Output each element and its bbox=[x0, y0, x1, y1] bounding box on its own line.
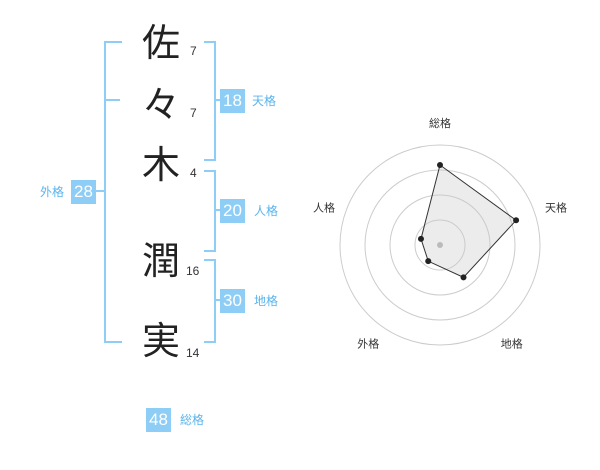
soukaku-value: 48 bbox=[146, 408, 171, 432]
jinkaku-value: 20 bbox=[220, 199, 245, 223]
gaikaku-label: 外格 bbox=[40, 185, 65, 199]
radar-center-dot bbox=[437, 242, 443, 248]
radar-point-2 bbox=[513, 217, 520, 224]
radar-axis-label-2: 天格 bbox=[545, 200, 567, 214]
jinkaku-bracket bbox=[204, 170, 216, 252]
gaikaku-bracket-mid bbox=[106, 99, 120, 101]
tenkaku-label: 天格 bbox=[252, 94, 277, 108]
radar-ring-4 bbox=[339, 144, 541, 346]
name-char-3: 木 bbox=[141, 143, 180, 187]
name-char-4: 潤 bbox=[141, 239, 180, 283]
tenkaku-bracket-tick bbox=[216, 99, 222, 101]
stroke-count-1: 7 bbox=[190, 44, 197, 58]
stroke-count-4: 16 bbox=[186, 264, 200, 278]
soukaku-label: 総格 bbox=[180, 413, 205, 427]
gaikaku-value: 28 bbox=[71, 180, 96, 204]
radar-axis-label-3: 地格 bbox=[501, 337, 523, 351]
radar-ring-1 bbox=[414, 219, 466, 271]
jinkaku-label: 人格 bbox=[254, 204, 279, 218]
radar-axis-label-4: 外格 bbox=[357, 337, 379, 351]
name-char-2: 々 bbox=[141, 83, 180, 127]
chikaku-label: 地格 bbox=[254, 294, 279, 308]
radar-point-3 bbox=[460, 274, 467, 281]
name-char-1: 佐 bbox=[141, 21, 180, 65]
tenkaku-bracket bbox=[204, 41, 216, 161]
radar-point-5 bbox=[417, 235, 424, 242]
chikaku-value: 30 bbox=[220, 289, 245, 313]
jinkaku-bracket-tick bbox=[216, 209, 222, 211]
stroke-count-5: 14 bbox=[186, 346, 200, 360]
radar-ring-3 bbox=[364, 169, 516, 321]
radar-ring-2 bbox=[389, 194, 491, 296]
gaikaku-bracket-tick bbox=[96, 190, 106, 192]
chikaku-bracket-tick bbox=[216, 299, 222, 301]
radar-point-1 bbox=[437, 162, 443, 168]
radar-area bbox=[420, 164, 517, 278]
radar-point-4 bbox=[425, 258, 432, 265]
stroke-count-2: 7 bbox=[190, 106, 197, 120]
chikaku-bracket bbox=[204, 259, 216, 343]
radar-axis-label-5: 人格 bbox=[313, 200, 335, 214]
radar-axis-label-1: 総格 bbox=[429, 116, 451, 130]
stroke-count-3: 4 bbox=[190, 166, 197, 180]
name-char-5: 実 bbox=[141, 319, 180, 363]
gaikaku-bracket bbox=[104, 41, 122, 343]
tenkaku-value: 18 bbox=[220, 89, 245, 113]
